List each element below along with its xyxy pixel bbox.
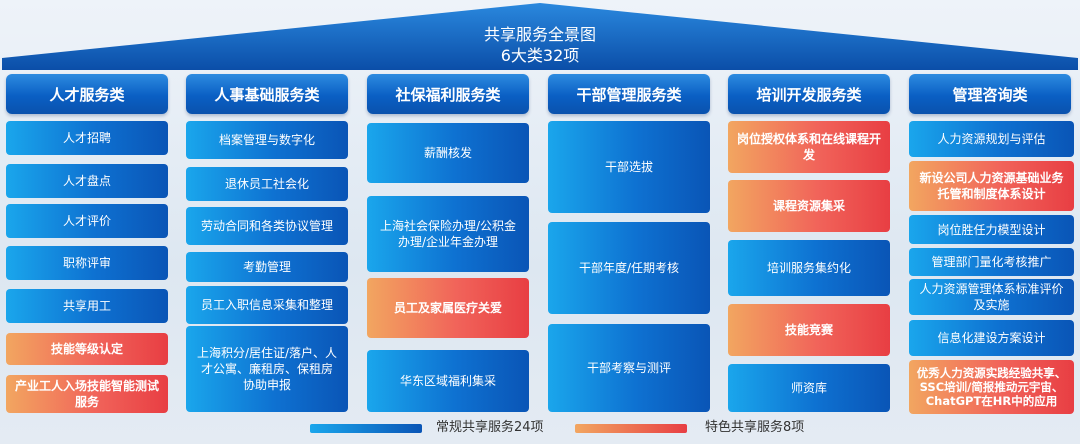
- service-item: 技能竞赛: [728, 304, 890, 356]
- service-item: 产业工人入场技能智能测试服务: [6, 375, 168, 413]
- service-item: 员工及家属医疗关爱: [367, 278, 529, 338]
- legend-label-regular: 常规共享服务24项: [436, 420, 544, 435]
- column-training-development: 培训开发服务类 岗位授权体系和在线课程开发 课程资源集采 培训服务集约化 技能竞…: [728, 72, 890, 414]
- service-item: 薪酬核发: [367, 123, 529, 183]
- column-header: 干部管理服务类: [548, 74, 710, 114]
- service-item: 人才盘点: [6, 164, 168, 198]
- column-header: 管理咨询类: [909, 74, 1071, 114]
- column-header: 培训开发服务类: [728, 74, 890, 114]
- column-welfare-services: 社保福利服务类 薪酬核发 上海社会保险办理/公积金办理/企业年金办理 员工及家属…: [367, 72, 529, 414]
- roof-banner: 共享服务全景图 6大类32项: [0, 0, 1080, 72]
- column-header: 人才服务类: [6, 74, 168, 114]
- service-item: 共享用工: [6, 289, 168, 323]
- service-item: 人才评价: [6, 204, 168, 238]
- service-item: 技能等级认定: [6, 333, 168, 365]
- column-header: 人事基础服务类: [186, 74, 348, 114]
- service-item: 岗位授权体系和在线课程开发: [728, 121, 890, 173]
- service-item: 员工入职信息采集和整理: [186, 286, 348, 324]
- service-item: 华东区域福利集采: [367, 350, 529, 412]
- column-talent-services: 人才服务类 人才招聘 人才盘点 人才评价 职称评审 共享用工 技能等级认定 产业…: [6, 72, 168, 414]
- service-item: 课程资源集采: [728, 180, 890, 232]
- service-item: 人才招聘: [6, 121, 168, 155]
- column-personnel-services: 人事基础服务类 档案管理与数字化 退休员工社会化 劳动合同和各类协议管理 考勤管…: [186, 72, 348, 414]
- legend-label-special: 特色共享服务8项: [705, 420, 805, 435]
- roof-shape: [2, 3, 1078, 70]
- service-item: 信息化建设方案设计: [909, 320, 1074, 356]
- service-item: 管理部门量化考核推广: [909, 248, 1074, 276]
- service-item: 考勤管理: [186, 252, 348, 282]
- service-item: 上海积分/居住证/落户、人才公寓、廉租房、保租房协助申报: [186, 326, 348, 412]
- service-item: 新设公司人力资源基础业务托管和制度体系设计: [909, 161, 1074, 211]
- service-item: 人力资源管理体系标准评价及实施: [909, 279, 1074, 315]
- service-item: 师资库: [728, 364, 890, 412]
- page-subtitle: 6大类32项: [500, 46, 580, 65]
- service-item: 档案管理与数字化: [186, 121, 348, 159]
- legend: 常规共享服务24项 特色共享服务8项: [0, 414, 1080, 444]
- column-cadre-management: 干部管理服务类 干部选拔 干部年度/任期考核 干部考察与测评: [548, 72, 710, 414]
- column-management-consulting: 管理咨询类 人力资源规划与评估 新设公司人力资源基础业务托管和制度体系设计 岗位…: [909, 72, 1074, 414]
- service-item: 培训服务集约化: [728, 240, 890, 296]
- legend-swatch-regular: [310, 424, 422, 433]
- service-item: 劳动合同和各类协议管理: [186, 207, 348, 245]
- column-header: 社保福利服务类: [367, 74, 529, 114]
- service-item: 岗位胜任力模型设计: [909, 215, 1074, 244]
- page-title: 共享服务全景图: [483, 25, 596, 44]
- service-item: 人力资源规划与评估: [909, 121, 1074, 157]
- service-item: 退休员工社会化: [186, 167, 348, 201]
- service-item: 优秀人力资源实践经验共享、SSC培训/简报推动元宇宙、ChatGPT在HR中的应…: [909, 360, 1074, 414]
- service-item: 干部年度/任期考核: [548, 222, 710, 314]
- service-item: 干部考察与测评: [548, 324, 710, 412]
- service-item: 职称评审: [6, 246, 168, 280]
- service-item: 上海社会保险办理/公积金办理/企业年金办理: [367, 196, 529, 272]
- legend-swatch-special: [575, 424, 687, 433]
- service-item: 干部选拔: [548, 121, 710, 213]
